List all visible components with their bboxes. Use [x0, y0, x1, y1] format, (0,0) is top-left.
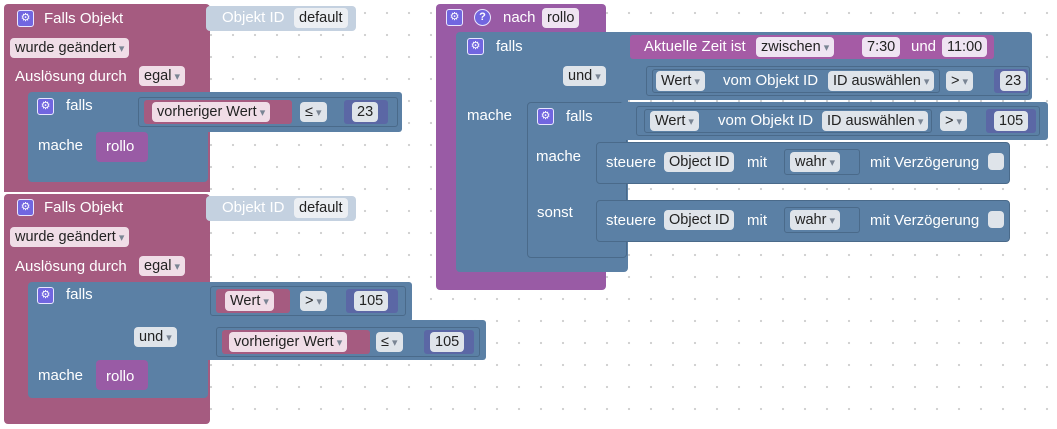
object-id-field[interactable]: Object ID [664, 152, 735, 172]
to-label: nach [503, 9, 536, 26]
value-dropdown[interactable]: Wert [650, 111, 699, 131]
number-field[interactable]: 105 [430, 332, 465, 352]
with-label: mit [747, 154, 767, 171]
of-object-label: vom Objekt ID [718, 112, 814, 129]
gear-icon[interactable]: ⚙ [446, 9, 463, 26]
do-label: mache [467, 107, 513, 124]
help-icon[interactable]: ? [474, 9, 491, 26]
value-dropdown[interactable]: Wert [225, 291, 274, 311]
trigger-by-dropdown[interactable]: egal [139, 66, 185, 86]
time-label: Aktuelle Zeit ist [644, 38, 746, 55]
and-dropdown[interactable]: und [134, 327, 177, 347]
gear-icon[interactable]: ⚙ [17, 199, 34, 216]
object-id-label: Objekt ID [222, 199, 285, 216]
do-label: mache [38, 137, 84, 154]
trigger-by-label: Auslösung durch [15, 258, 127, 275]
number-field[interactable]: 105 [994, 111, 1029, 131]
of-object-label: vom Objekt ID [723, 72, 819, 89]
operator-dropdown[interactable]: ≤ [376, 332, 403, 352]
previous-value-dropdown[interactable]: vorheriger Wert [152, 102, 271, 122]
trigger-by-dropdown[interactable]: egal [139, 256, 185, 276]
call-rollo-block[interactable] [96, 360, 148, 390]
operator-dropdown[interactable]: > [940, 111, 968, 131]
call-rollo-label: rollo [106, 368, 135, 385]
control-label: steuere [606, 212, 657, 229]
gear-icon[interactable]: ⚙ [37, 287, 54, 304]
event-dropdown[interactable]: wurde geändert [10, 227, 130, 247]
trigger-by-label: Auslösung durch [15, 68, 127, 85]
value-dropdown[interactable]: Wert [656, 71, 705, 91]
call-rollo-label: rollo [106, 138, 135, 155]
time-to-field[interactable]: 11:00 [942, 37, 988, 57]
object-id-label: Objekt ID [222, 9, 285, 26]
boolean-dropdown[interactable]: wahr [790, 152, 841, 172]
object-id-value[interactable]: default [294, 8, 348, 28]
object-id-field[interactable]: Object ID [664, 210, 735, 230]
operator-dropdown[interactable]: > [300, 291, 328, 311]
object-id-value[interactable]: default [294, 198, 348, 218]
do-label: mache [536, 148, 582, 165]
gear-icon[interactable]: ⚙ [17, 10, 34, 27]
trigger-title: Falls Objekt [44, 10, 124, 27]
operator-dropdown[interactable]: > [946, 71, 974, 91]
and-dropdown[interactable]: und [563, 66, 606, 86]
with-label: mit [747, 212, 767, 229]
number-field[interactable]: 23 [352, 102, 379, 122]
number-field[interactable]: 23 [1000, 71, 1027, 91]
gear-icon[interactable]: ⚙ [37, 98, 54, 115]
trigger-title: Falls Objekt [44, 199, 124, 216]
if-label: falls [66, 97, 93, 114]
function-name-field[interactable]: rollo [542, 8, 580, 28]
if-label: falls [496, 38, 523, 55]
delay-checkbox[interactable] [988, 153, 1004, 170]
delay-label: mit Verzögerung [870, 212, 980, 229]
select-id-dropdown[interactable]: ID auswählen [822, 111, 929, 131]
select-id-dropdown[interactable]: ID auswählen [828, 71, 935, 91]
event-dropdown[interactable]: wurde geändert [10, 38, 130, 58]
number-field[interactable]: 105 [354, 291, 389, 311]
time-mode-dropdown[interactable]: zwischen [756, 37, 835, 57]
operator-dropdown[interactable]: ≤ [300, 102, 327, 122]
time-from-field[interactable]: 7:30 [862, 37, 901, 57]
if-label: falls [66, 286, 93, 303]
trigger-block-1-bottom [4, 182, 210, 192]
previous-value-dropdown[interactable]: vorheriger Wert [229, 332, 348, 352]
time-and-label: und [911, 38, 937, 55]
boolean-dropdown[interactable]: wahr [790, 210, 841, 230]
do-label: mache [38, 367, 84, 384]
call-rollo-block[interactable] [96, 132, 148, 162]
else-label: sonst [537, 204, 573, 221]
if-label: falls [566, 108, 593, 125]
control-label: steuere [606, 154, 657, 171]
delay-checkbox[interactable] [988, 211, 1004, 228]
delay-label: mit Verzögerung [870, 154, 980, 171]
gear-icon[interactable]: ⚙ [537, 108, 554, 125]
gear-icon[interactable]: ⚙ [467, 38, 484, 55]
